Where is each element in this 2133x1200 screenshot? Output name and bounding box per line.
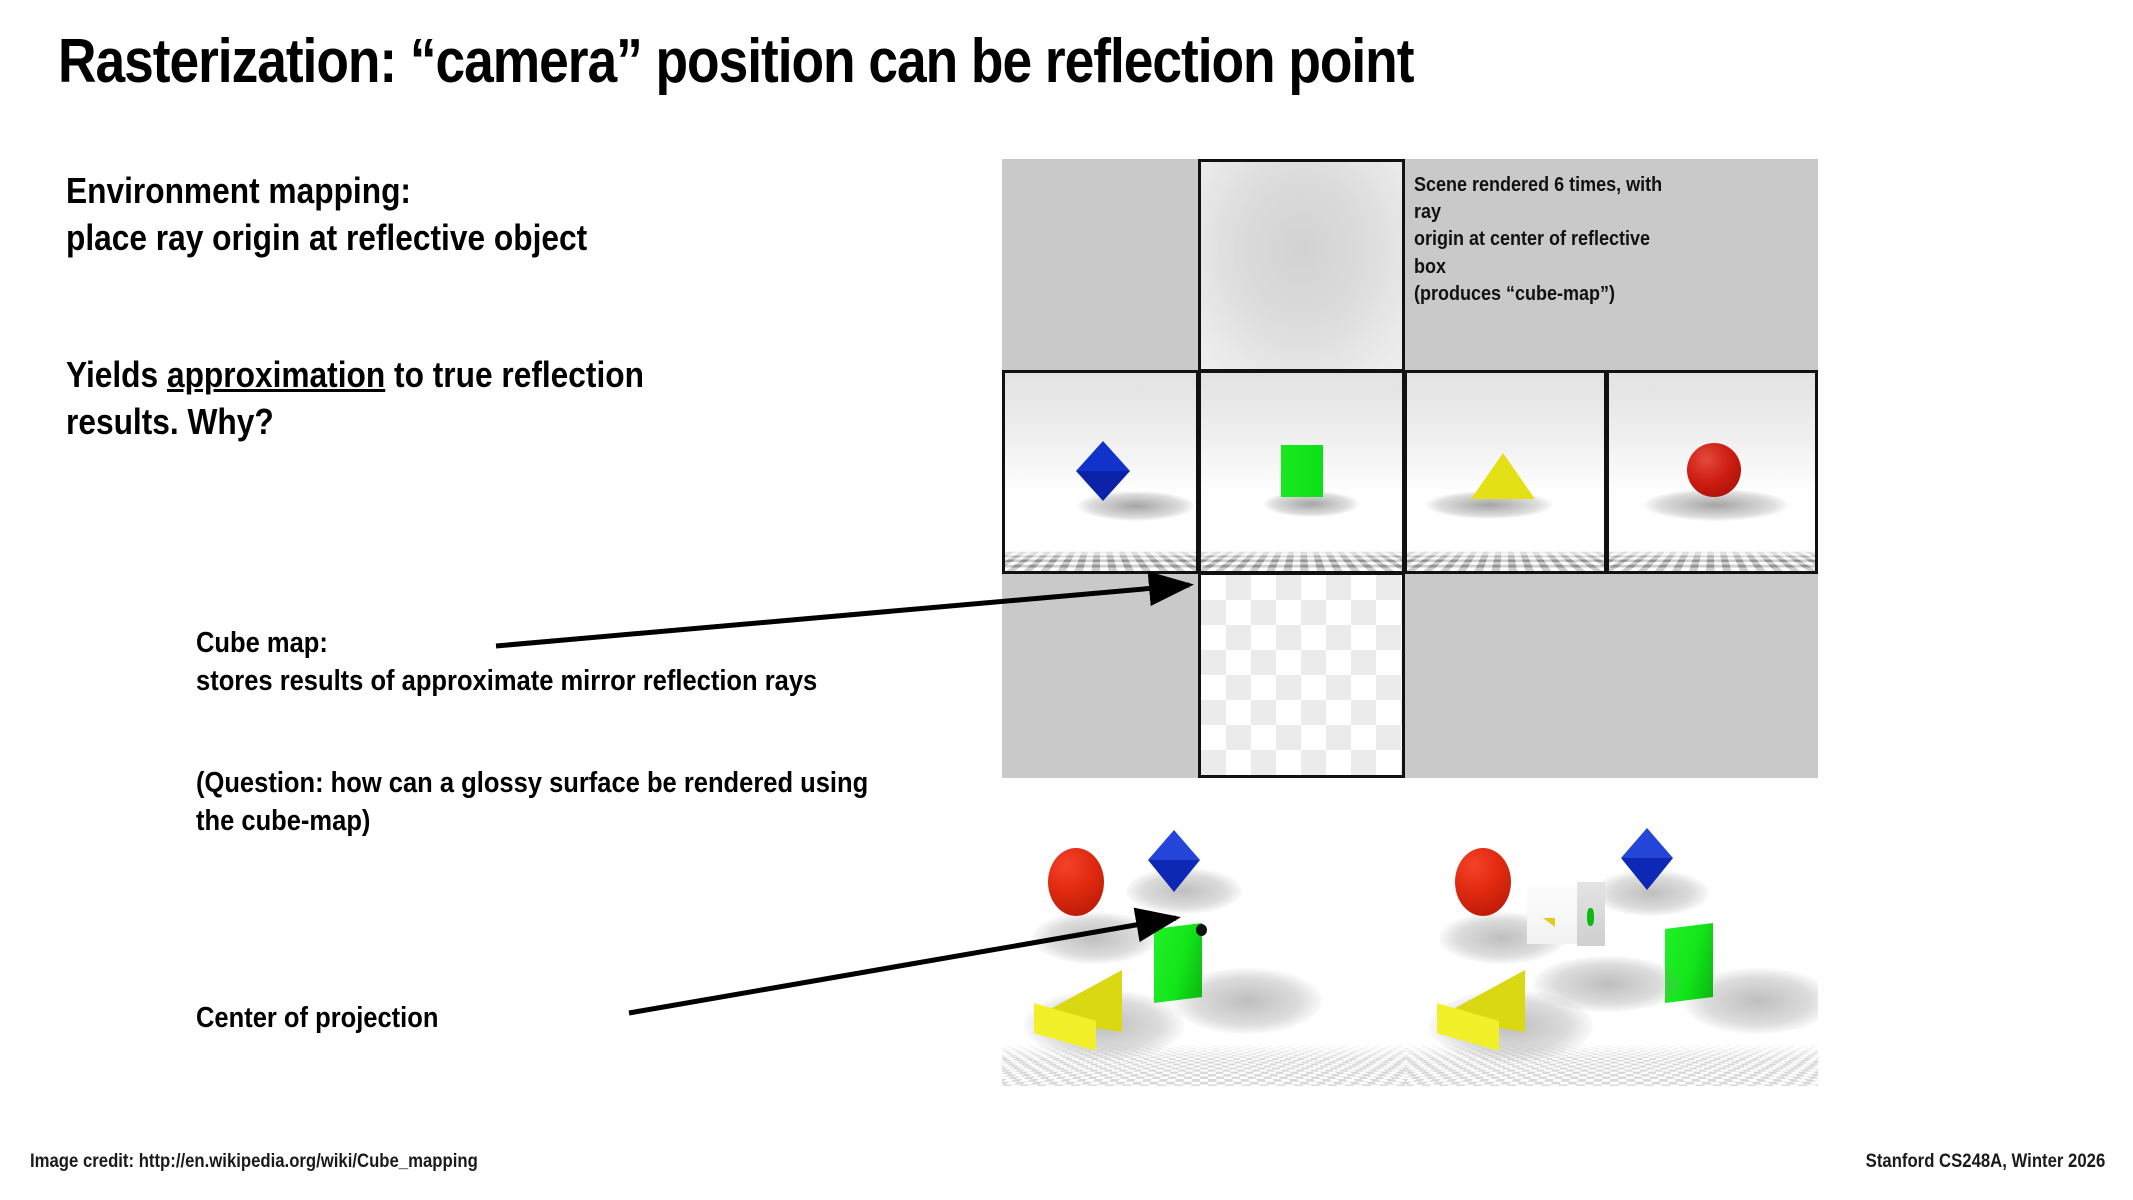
yields-approximation-text: Yields approximation to true reflection … xyxy=(66,352,644,446)
environment-mapping-text: Environment mapping: place ray origin at… xyxy=(66,170,588,258)
cube-face-back xyxy=(1606,370,1818,574)
center-of-projection-dot xyxy=(1196,924,1207,936)
reflective-box-shadow xyxy=(1533,956,1683,1012)
checkerboard-floor xyxy=(1201,575,1402,775)
green-cube xyxy=(1281,445,1323,497)
cube-map-cross: Scene rendered 6 times, with ray origin … xyxy=(1002,159,1818,778)
blue-octahedron xyxy=(1076,441,1130,501)
red-sphere xyxy=(1687,443,1741,497)
image-credit-footer: Image credit: http://en.wikipedia.org/wi… xyxy=(30,1151,478,1172)
scene-photo-left xyxy=(1002,778,1407,1086)
cube-face-front xyxy=(1198,370,1405,574)
reflection-of-yellow-wedge xyxy=(1539,918,1555,927)
cube-face-right xyxy=(1404,370,1607,574)
center-of-projection-label: Center of projection xyxy=(196,1002,439,1034)
cube-face-up xyxy=(1198,159,1405,372)
sphere-shadow xyxy=(1032,912,1158,964)
reflective-box-left-face xyxy=(1527,886,1577,944)
yellow-pyramid xyxy=(1471,453,1535,499)
approximation-emphasis: approximation xyxy=(166,354,386,395)
scene-photo-pair xyxy=(1002,778,1818,1086)
blue-octahedron xyxy=(1621,828,1673,890)
red-sphere xyxy=(1048,848,1104,916)
cube-map-figure: Scene rendered 6 times, with ray origin … xyxy=(1002,159,1818,1086)
green-cube xyxy=(1154,923,1202,1003)
up-face-sky xyxy=(1201,162,1402,369)
cube-face-down xyxy=(1198,572,1405,778)
cube-map-description-text: Cube map: stores results of approximate … xyxy=(196,627,818,697)
scene-photo-right xyxy=(1407,778,1818,1086)
yields-prefix: Yields xyxy=(66,354,167,395)
glossy-surface-question-text: (Question: how can a glossy surface be r… xyxy=(196,767,869,837)
checker-floor xyxy=(1005,550,1196,571)
scene-rendered-note: Scene rendered 6 times, with ray origin … xyxy=(1414,174,1663,305)
yields-suffix: to true reflection results. Why? xyxy=(66,354,644,442)
blue-octahedron xyxy=(1148,830,1200,892)
reflection-of-green-cube xyxy=(1587,908,1594,926)
cube-face-left xyxy=(1002,370,1199,574)
course-footer: Stanford CS248A, Winter 2026 xyxy=(1865,1151,2105,1172)
red-sphere xyxy=(1455,848,1511,916)
page-title: Rasterization: “camera” position can be … xyxy=(58,27,1414,96)
